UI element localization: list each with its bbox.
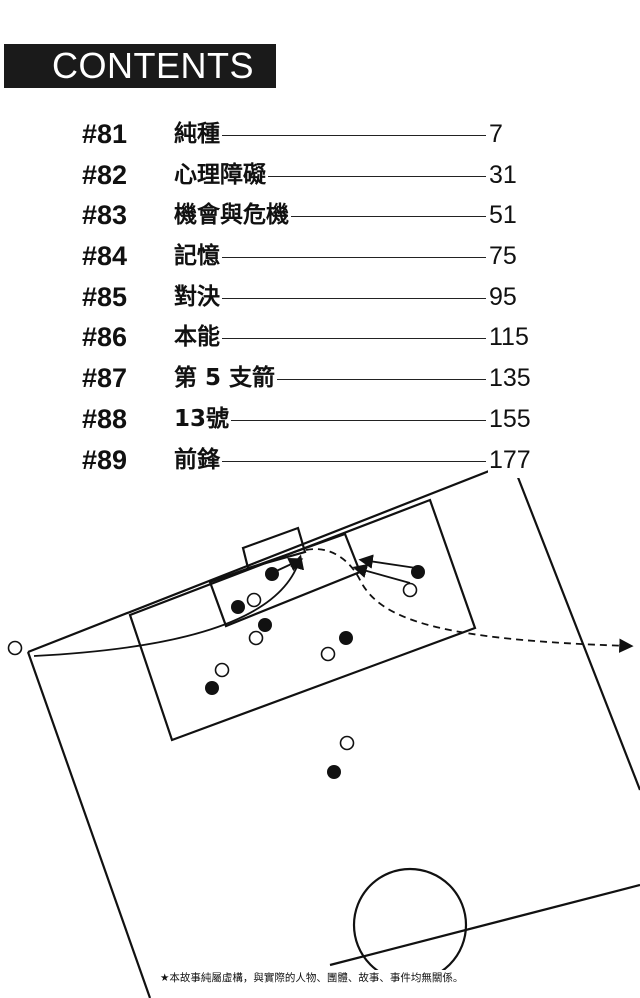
page-title: CONTENTS (52, 45, 254, 86)
page-number: 95 (488, 278, 517, 315)
chapter-title: 第 5 支箭 (174, 360, 278, 397)
page-number: 75 (488, 238, 517, 275)
chapter-number: #85 (82, 281, 128, 312)
page-number: 155 (488, 400, 531, 437)
field-left-edge (26, 651, 152, 998)
leader-line (182, 175, 486, 177)
chapter-title: 機會與危機 (174, 197, 291, 234)
chapter-title: 前鋒 (174, 441, 222, 478)
run-arrow (358, 554, 417, 569)
chapter-number: #86 (82, 322, 128, 353)
leader-line (182, 297, 486, 299)
chapter-number: #88 (82, 403, 128, 434)
chapter-title: 對決 (174, 278, 222, 315)
leader-line (182, 379, 486, 381)
chapter-number: #81 (82, 119, 128, 149)
toc-entry[interactable]: #88 13號 155 (82, 400, 542, 442)
ball-path-arrow (305, 548, 634, 653)
leader-line (182, 338, 486, 340)
goal-area (208, 532, 362, 628)
chapter-number: #87 (82, 363, 128, 394)
run-arrow (352, 563, 411, 584)
page-number: 51 (488, 197, 517, 234)
toc-entry[interactable]: #85 對決 95 (82, 278, 542, 320)
chapter-title: 心理障礙 (174, 156, 268, 193)
toc-entry[interactable]: #83 機會與危機 51 (82, 197, 542, 238)
toc-entry[interactable]: #82 心理障礙 31 (82, 156, 542, 198)
field-outline (27, 460, 640, 791)
attacking-players (205, 565, 425, 779)
leader-line (182, 135, 486, 136)
chapter-number: #84 (82, 241, 128, 272)
page-number: 31 (488, 156, 517, 193)
chapter-title: 13號 (174, 400, 232, 437)
center-circle (352, 867, 468, 983)
defending-players (7, 582, 418, 751)
toc-entry[interactable]: #87 第 5 支箭 135 (82, 360, 542, 401)
toc-entry[interactable]: #84 記憶 75 (82, 238, 542, 279)
pass-arrow (33, 554, 305, 657)
chapter-title: 記憶 (174, 238, 222, 275)
chapter-number: #82 (82, 159, 128, 190)
chapter-title: 純種 (174, 116, 222, 152)
leader-line (182, 257, 486, 259)
page-number: 135 (488, 360, 531, 397)
title-bar (4, 44, 276, 88)
page-number: 177 (488, 441, 531, 478)
leader-line (182, 460, 486, 462)
leader-line (182, 216, 486, 218)
toc-entry[interactable]: #89 前鋒 177 (82, 441, 542, 483)
disclaimer-text: ★本故事純屬虛構，與實際的人物、團體、故事、事件均無關係。 (158, 970, 466, 985)
table-of-contents: #81 純種 7 #82 心理障礙 31 #83 機會與危機 51 #84 記憶 75 #85 對… (82, 116, 542, 482)
chapter-number: #89 (82, 444, 128, 475)
halfway-line (329, 883, 640, 967)
toc-entry[interactable]: #81 純種 7 (82, 116, 542, 157)
goal (241, 526, 307, 570)
page-number: 115 (488, 319, 529, 356)
penalty-box (128, 498, 477, 742)
toc-entry[interactable]: #86 本能 115 (82, 319, 542, 360)
chapter-title: 本能 (174, 319, 222, 356)
chapter-number: #83 (82, 200, 128, 231)
leader-line (182, 419, 486, 421)
page-number: 7 (488, 116, 503, 152)
